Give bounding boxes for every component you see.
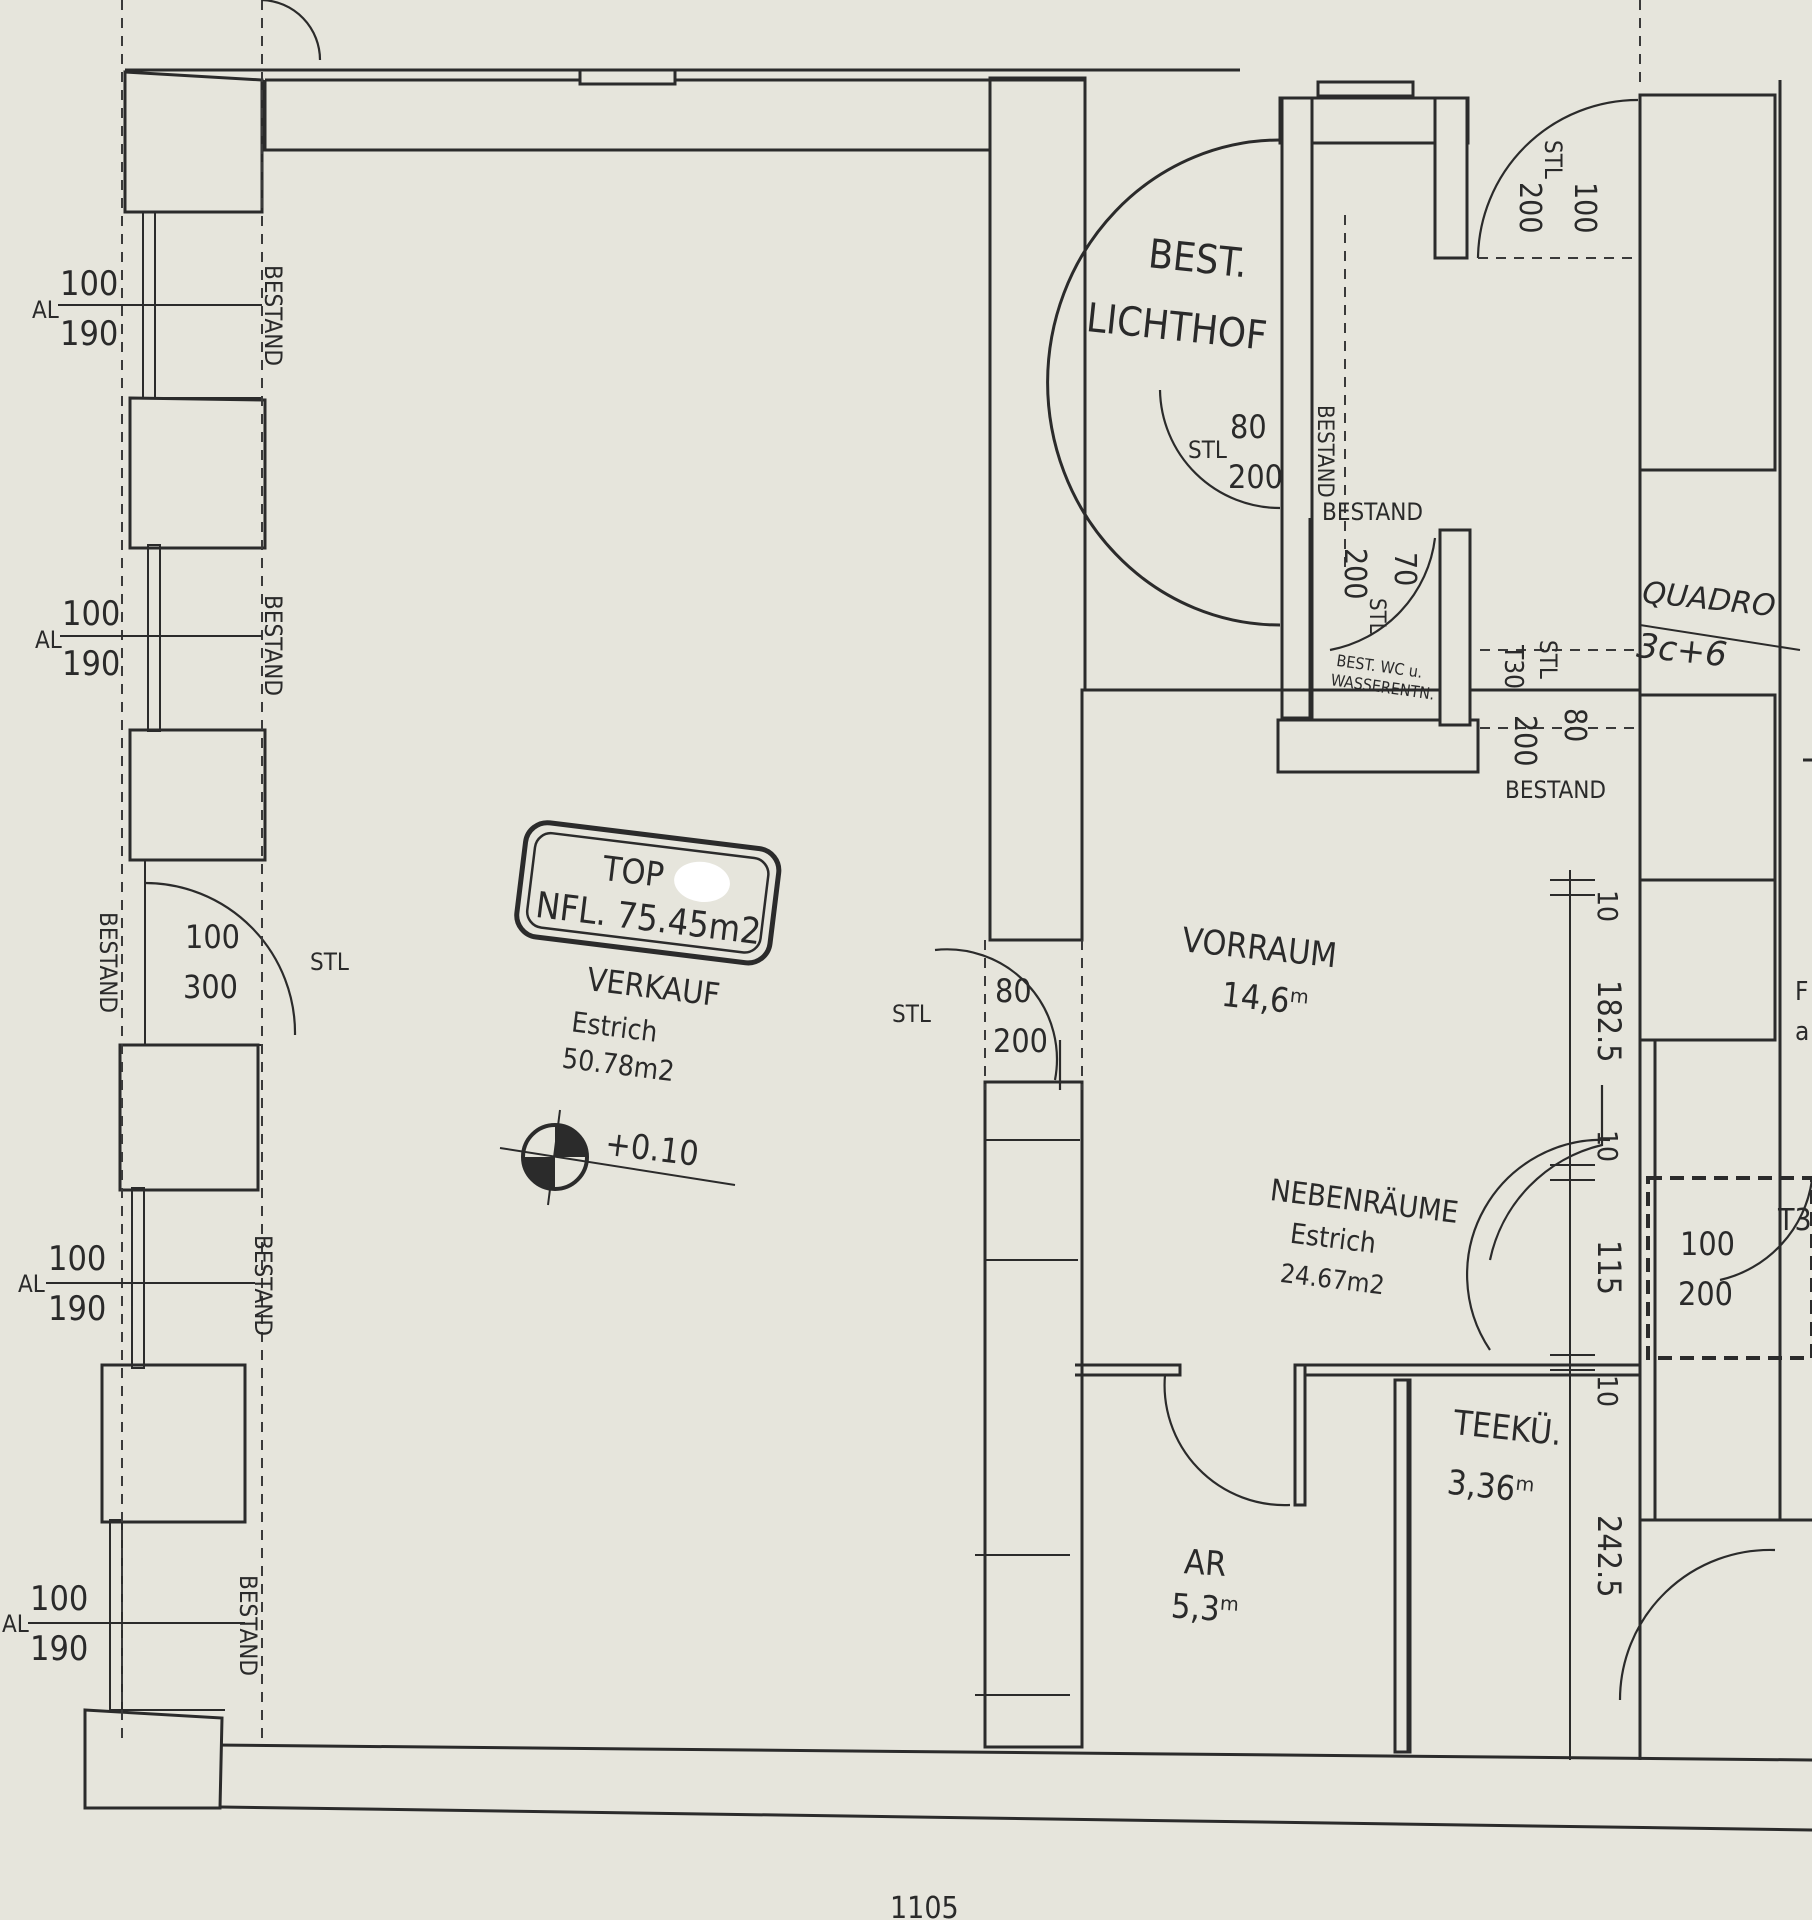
ar-area: 5,3ᵐ (1170, 1586, 1240, 1631)
entrance-note: BESTAND (94, 912, 122, 1013)
window-3-width: 100 (48, 1239, 106, 1279)
level-marker: +0.10 (499, 1109, 736, 1206)
door-t30-fire: T30 (1498, 644, 1528, 689)
teekue-area: 3,36ᵐ (1445, 1463, 1536, 1512)
window-3-prefix: AL (18, 1270, 45, 1298)
window-1-width: 100 (60, 264, 118, 304)
door-t30-type: STL (1534, 640, 1562, 679)
door-right-fire: T30 (1777, 1203, 1812, 1238)
entrance-width: 100 (185, 918, 240, 956)
window-labels: AL 100 190 BESTAND AL 100 190 BESTAND AL… (2, 264, 287, 1676)
door-lichthof-type: STL (1188, 436, 1227, 464)
dimension-chain: 10 182.5 10 115 10 242.5 1105 (890, 870, 1628, 1920)
interior-walls (934, 0, 1812, 1760)
dim-242-5: 242.5 (1590, 1515, 1628, 1597)
dim-182-5: 182.5 (1590, 980, 1628, 1062)
wc-height: 200 (1337, 548, 1372, 600)
window-1-note: BESTAND (259, 265, 287, 366)
door-swing (934, 948, 1058, 1081)
window-2-height: 190 (62, 644, 120, 684)
door-verkauf-height: 200 (993, 1022, 1048, 1060)
wc-type: STL (1364, 598, 1389, 634)
entrance-type: STL (310, 948, 349, 976)
door-verkauf-width: 80 (995, 972, 1032, 1010)
window-2-prefix: AL (35, 626, 62, 654)
edge-fragment-2: a (1795, 1017, 1809, 1047)
door-t30-height: 200 (1507, 715, 1542, 767)
door-right-width: 100 (1680, 1225, 1735, 1263)
window-2-note: BESTAND (259, 595, 287, 696)
door-top-right-height: 200 (1512, 182, 1547, 234)
door-t30-width: 80 (1557, 708, 1592, 742)
top-area-stamp: TOP NFL. 75.45m2 (514, 820, 782, 966)
window-4-height: 190 (30, 1629, 88, 1669)
window-3-note: BESTAND (249, 1235, 277, 1336)
door-t30-note: BESTAND (1505, 776, 1606, 804)
wc-width: 70 (1387, 552, 1422, 586)
door-top-right-width: 100 (1567, 182, 1602, 234)
lichthof-line1: BEST. (1146, 231, 1249, 287)
dim-115: 115 (1590, 1240, 1628, 1295)
window-4-width: 100 (30, 1579, 88, 1619)
entrance-height: 300 (183, 968, 238, 1006)
door-top-right-type: STL (1539, 140, 1567, 179)
window-4-prefix: AL (2, 1610, 29, 1638)
window-1-prefix: AL (32, 296, 59, 324)
left-pier (123, 70, 264, 214)
door-labels: BESTAND 100 300 STL STL 80 200 STL 80 20… (94, 140, 1812, 1313)
ar-name: AR (1183, 1542, 1228, 1585)
door-lichthof-height: 200 (1228, 458, 1283, 496)
dim-10-b: 10 (1591, 1130, 1624, 1162)
door-verkauf-type: STL (892, 1000, 931, 1028)
door-lichthof-note: BESTAND (1312, 405, 1337, 498)
door-right-height: 200 (1678, 1275, 1733, 1313)
edge-fragment-1: F (1795, 977, 1808, 1007)
vorraum-area: 14,6ᵐ (1220, 975, 1311, 1024)
top-label: TOP (599, 849, 666, 896)
window-1-height: 190 (60, 314, 118, 354)
window-3-height: 190 (48, 1289, 106, 1329)
dim-10-c: 10 (1591, 1375, 1624, 1407)
redaction-blob (674, 861, 730, 902)
handwritten-line2: 3c+6 (1635, 626, 1729, 675)
window-4-note: BESTAND (234, 1575, 262, 1676)
door-lichthof-width: 80 (1230, 408, 1267, 446)
outer-walls (83, 0, 1812, 1832)
wc-note: BESTAND (1322, 498, 1423, 526)
dim-10-a: 10 (1591, 890, 1624, 922)
dim-bottom: 1105 (890, 1891, 959, 1920)
window-2-width: 100 (62, 594, 120, 634)
